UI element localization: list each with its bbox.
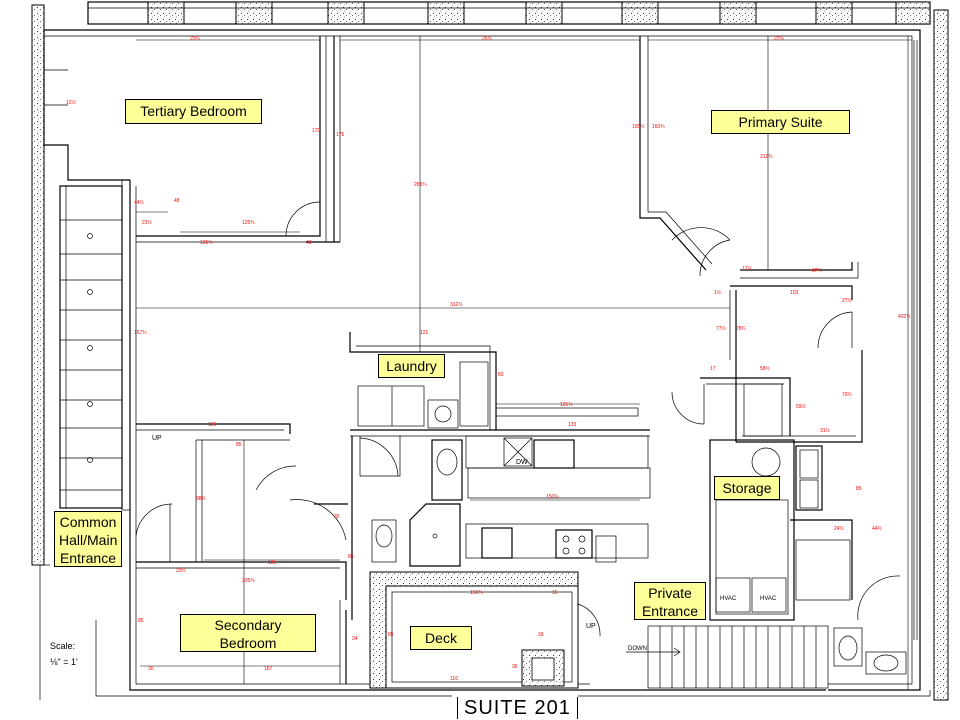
up-label: UP: [586, 623, 596, 630]
dishwasher-label: DW: [516, 459, 528, 466]
deck-area: [369, 571, 601, 689]
dim-label: 87¾: [812, 268, 823, 274]
dim-label: 160¾: [652, 124, 665, 130]
dim-label: 34: [352, 636, 358, 642]
dim-label: 85: [856, 486, 862, 492]
dim-label: 30: [148, 666, 154, 672]
dim-label: 85: [138, 618, 144, 624]
room-label-deck: Deck: [410, 626, 472, 650]
dim-label: 170: [312, 128, 321, 134]
dim-label: 58½: [760, 365, 771, 372]
dim-label: 12½: [66, 99, 77, 106]
dim-label: 48: [174, 198, 180, 204]
dim-label: 165½: [632, 123, 645, 130]
tertiary-bedroom-walls: [136, 36, 341, 243]
dim-label: 15: [552, 590, 558, 596]
dim-label: 17: [710, 366, 716, 372]
dim-label: 59½: [796, 403, 807, 410]
center-bathroom: [351, 436, 463, 620]
kitchen: [465, 435, 651, 563]
dim-label: 85: [348, 554, 354, 560]
title-bar-right: [577, 697, 578, 719]
dim-label: 24½: [834, 525, 845, 532]
room-label-secondary-bedroom: Secondary Bedroom: [180, 614, 316, 652]
room-label-private-entrance: Private Entrance: [634, 582, 706, 620]
dim-label: 1½: [714, 289, 722, 296]
secondary-bedroom-walls: [135, 423, 348, 684]
storage-hvac: [709, 439, 823, 621]
dim-label: 212¾: [760, 154, 773, 160]
up-label: UP: [152, 435, 162, 442]
room-label-tertiary-bedroom: Tertiary Bedroom: [125, 99, 262, 124]
dim-label: 98¾: [196, 496, 207, 502]
hvac-label: HVAC: [720, 596, 737, 602]
dim-label: 167¾: [134, 330, 147, 336]
dim-label: 33: [538, 632, 544, 638]
common-hall-stairs: [59, 179, 131, 511]
plan-title: SUITE 201: [464, 697, 571, 719]
bottom-right-bath: [626, 519, 907, 689]
dim-label: 135: [268, 560, 277, 566]
dim-label: 121: [420, 330, 429, 336]
dim-label: 125¾: [242, 220, 255, 226]
dim-label: 36: [512, 664, 518, 670]
dim-label: 44½: [134, 199, 145, 206]
room-label-common-hall: Common Hall/Main Entrance: [54, 511, 122, 567]
dim-label: 103: [790, 290, 799, 296]
dim-label: 150¾: [470, 590, 483, 596]
dim-label: 78¾: [736, 326, 747, 332]
dim-label: 77½: [716, 325, 727, 332]
dim-label: 116: [450, 676, 458, 682]
dim-label: 187: [264, 666, 273, 672]
right-exterior-wall: [933, 9, 949, 701]
dim-label: 82: [498, 372, 504, 378]
dimension-labels: 23¾ 25¾ 22¾ 12½ 170 176 283¾ 165½ 160¾ 2…: [66, 36, 911, 682]
dim-label: 121½: [560, 401, 573, 408]
dim-label: 205¾: [242, 578, 255, 584]
dim-label: 22¾: [774, 36, 785, 42]
primary-suite-walls: [639, 36, 863, 443]
dim-label: 27½: [842, 297, 853, 304]
dim-label: 30: [334, 514, 340, 520]
scale-label: Scale:: [50, 641, 76, 651]
scale-value: ⅛" = 1': [50, 657, 78, 667]
dim-label: 17½: [742, 265, 753, 272]
dim-label: 135¾: [200, 240, 213, 246]
title-bar-left: [457, 697, 458, 719]
dim-label: 23½: [176, 567, 187, 574]
room-label-storage: Storage: [714, 476, 780, 500]
dim-label: 79½: [842, 391, 853, 398]
dim-label: 133: [568, 422, 577, 428]
room-label-primary-suite: Primary Suite: [711, 110, 850, 134]
dim-label: 23¾: [190, 36, 201, 42]
dim-label: 44½: [872, 525, 883, 532]
hvac-label: HVAC: [760, 596, 777, 602]
dim-label: 176: [336, 132, 345, 138]
laundry-walls: [349, 332, 650, 437]
dim-label: 85: [236, 442, 242, 448]
down-label: DOWN: [628, 646, 647, 652]
dim-label: 136: [208, 422, 217, 428]
dim-label: 25¾: [482, 36, 493, 42]
dim-label: 312½: [450, 301, 463, 308]
room-label-laundry: Laundry: [378, 354, 445, 378]
dim-label: 85: [388, 632, 394, 638]
top-exterior-wall: [87, 1, 931, 25]
dim-label: 150¾: [546, 494, 559, 500]
dim-label: 31½: [820, 427, 831, 434]
dim-label: 43: [306, 240, 312, 246]
dim-label: 283¾: [414, 182, 427, 188]
dim-label: 402½: [898, 313, 911, 320]
dim-label: 23½: [142, 219, 153, 226]
left-exterior-wall: [31, 4, 45, 566]
